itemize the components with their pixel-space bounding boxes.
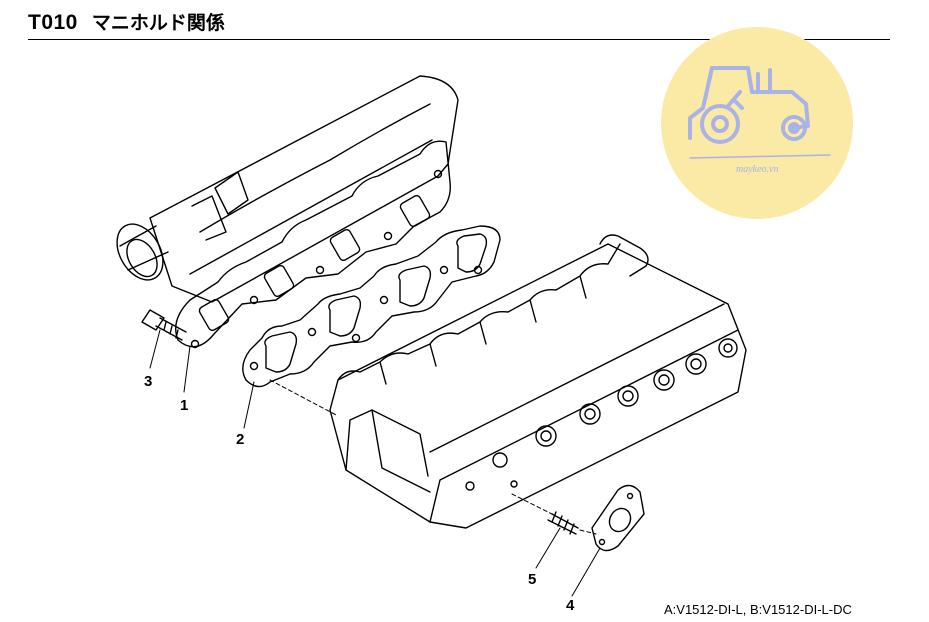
callout-5: 5 — [528, 571, 536, 588]
callout-4: 4 — [566, 597, 575, 614]
callout-3: 3 — [144, 373, 152, 390]
flange-bolt — [141, 309, 187, 341]
part-group-title: マニホルド関係 — [91, 12, 225, 34]
callout-1: 1 — [180, 397, 188, 414]
header-rule — [28, 39, 890, 40]
leader-lines — [149, 329, 601, 597]
page-header: T010 マニホルド関係 — [28, 8, 225, 35]
exhaust-manifold — [116, 75, 459, 349]
part-group-code: T010 — [28, 11, 78, 34]
model-applicability: A:V1512-DI-L, B:V1512-DI-L-DC — [664, 602, 852, 617]
cylinder-head — [329, 234, 747, 529]
manifold-gasket — [242, 225, 501, 388]
callout-2: 2 — [236, 431, 244, 448]
stud-bolt — [547, 511, 579, 535]
watermark-text: maykeo.vn — [736, 164, 778, 175]
watermark-logo: maykeo.vn — [661, 27, 853, 219]
tractor-logo-icon — [688, 66, 831, 159]
outlet-gasket — [591, 484, 645, 552]
